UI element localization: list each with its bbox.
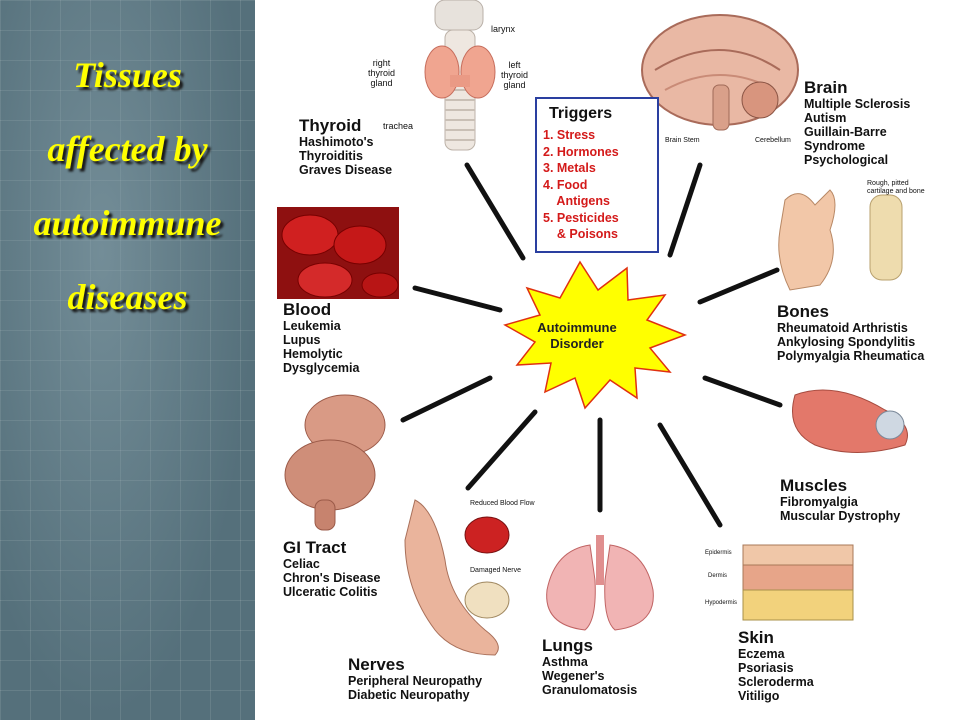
thyroid-label: Thyroid Hashimoto's Thyroiditis Graves D… xyxy=(299,116,392,177)
trigger-item: & Poisons xyxy=(543,227,619,241)
blood-illustration xyxy=(277,207,399,299)
disease-item: Hemolytic xyxy=(283,347,343,361)
slide-title: Tissues affected by autoimmune diseases xyxy=(0,38,255,334)
annotation: Brain Stem xyxy=(665,137,700,144)
disease-item: Asthma xyxy=(542,655,588,669)
annotation: Dermis xyxy=(708,573,727,579)
disease-item: Autism xyxy=(804,111,847,125)
disease-item: Wegener's xyxy=(542,669,605,683)
spoke-muscles xyxy=(702,375,783,408)
trigger-item: Antigens xyxy=(543,194,610,208)
disease-item: Muscular Dystrophy xyxy=(780,509,901,523)
blood-label: Blood Leukemia Lupus Hemolytic Dysglycem… xyxy=(283,300,359,375)
organ-name: Nerves xyxy=(348,655,405,674)
trigger-item: 3. Metals xyxy=(543,161,596,175)
center-line: Disorder xyxy=(550,336,604,351)
nerves-illustration xyxy=(404,499,510,656)
annotation: larynx xyxy=(491,24,516,34)
disease-item: Scleroderma xyxy=(738,675,814,689)
gi-label: GI Tract Celiac Chron's Disease Ulcerati… xyxy=(283,538,380,599)
disease-item: Thyroiditis xyxy=(299,149,363,163)
disease-item: Guillain-Barre xyxy=(804,125,887,139)
disease-item: Ulceratic Colitis xyxy=(283,585,378,599)
annotation: Rough, pitted cartilage and bone xyxy=(867,180,925,195)
diagram-drawing xyxy=(277,0,908,656)
annotation: Hypodermis xyxy=(705,600,738,606)
spoke-skin xyxy=(657,422,723,528)
disease-item: Vitiligo xyxy=(738,689,780,703)
disease-item: Leukemia xyxy=(283,319,341,333)
trigger-item: 5. Pesticides xyxy=(543,210,619,225)
disease-item: Peripheral Neuropathy xyxy=(348,674,483,688)
bones-illustration xyxy=(778,189,903,291)
annotation: right thyroid gland xyxy=(368,58,396,88)
disease-item: Celiac xyxy=(283,557,320,571)
organ-name: Brain xyxy=(804,78,848,97)
annotation: Cerebellum xyxy=(755,137,791,144)
triggers-box: Triggers 1. Stress 2. Hormones 3. Metals… xyxy=(535,97,659,253)
autoimmune-diagram: Triggers 1. Stress 2. Hormones 3. Metals… xyxy=(255,0,960,720)
organ-name: Skin xyxy=(738,628,774,647)
bones-label: Bones Rheumatoid Arthristis Ankylosing S… xyxy=(777,302,924,363)
spoke-brain xyxy=(667,162,703,258)
trigger-item: 1. Stress xyxy=(543,128,596,142)
organ-name: GI Tract xyxy=(283,538,347,557)
disease-item: Diabetic Neuropathy xyxy=(348,688,470,702)
disease-item: Hashimoto's xyxy=(299,135,374,149)
autoimmune-star xyxy=(503,260,688,410)
disease-item: Syndrome xyxy=(804,139,866,153)
organ-name: Lungs xyxy=(542,636,593,655)
title-line: affected by xyxy=(47,129,208,169)
thyroid-illustration xyxy=(424,0,496,151)
disease-item: Granulomatosis xyxy=(542,683,638,697)
disease-item: Psoriasis xyxy=(738,661,794,675)
spoke-thyroid xyxy=(464,162,526,261)
skin-illustration xyxy=(742,544,854,621)
organ-name: Muscles xyxy=(780,476,848,495)
title-line: autoimmune xyxy=(33,203,222,243)
disease-item: Multiple Sclerosis xyxy=(804,97,911,111)
spoke-gi xyxy=(400,375,493,423)
annotation: Epidermis xyxy=(705,550,732,556)
disease-item: Dysglycemia xyxy=(283,361,360,375)
organ-name: Bones xyxy=(777,302,829,321)
muscles-label: Muscles Fibromyalgia Muscular Dystrophy xyxy=(780,476,900,523)
nerves-label: Nerves Peripheral Neuropathy Diabetic Ne… xyxy=(348,655,482,702)
left-panel: Tissues affected by autoimmune diseases xyxy=(0,0,255,720)
disease-item: Fibromyalgia xyxy=(780,495,858,509)
disease-item: Eczema xyxy=(738,647,785,661)
brain-illustration xyxy=(641,14,799,131)
center-label: Autoimmune Disorder xyxy=(518,320,636,352)
brain-label: Brain Multiple Sclerosis Autism Guillain… xyxy=(804,78,910,167)
organ-name: Blood xyxy=(283,300,332,319)
gi-illustration xyxy=(284,394,386,531)
disease-item: Graves Disease xyxy=(299,163,393,177)
disease-item: Polymyalgia Rheumatica xyxy=(777,349,925,363)
disease-item: Ankylosing Spondylitis xyxy=(777,335,916,349)
title-line: Tissues xyxy=(73,55,182,95)
annotation: Reduced Blood Flow xyxy=(470,500,535,507)
triggers-title: Triggers xyxy=(549,105,613,122)
annotation: trachea xyxy=(383,121,414,131)
spoke-blood xyxy=(412,285,503,313)
center-line: Autoimmune xyxy=(537,320,617,335)
annotation: Damaged Nerve xyxy=(470,567,521,574)
trigger-item: 2. Hormones xyxy=(543,144,619,159)
disease-item: Lupus xyxy=(283,333,321,347)
muscles-illustration xyxy=(792,389,908,453)
skin-label: Skin Eczema Psoriasis Scleroderma Vitili… xyxy=(738,628,814,703)
lungs-label: Lungs Asthma Wegener's Granulomatosis xyxy=(542,636,637,697)
annotation: left thyroid gland xyxy=(501,60,529,90)
spoke-bones xyxy=(697,267,780,305)
disease-item: Psychological xyxy=(804,153,889,167)
spoke-nerves xyxy=(465,409,538,491)
organ-name: Thyroid xyxy=(299,116,362,135)
title-line: diseases xyxy=(67,277,188,317)
disease-item: Chron's Disease xyxy=(283,571,381,585)
disease-item: Rheumatoid Arthristis xyxy=(777,321,908,335)
lungs-illustration xyxy=(546,535,654,631)
trigger-item: 4. Food xyxy=(543,177,588,192)
